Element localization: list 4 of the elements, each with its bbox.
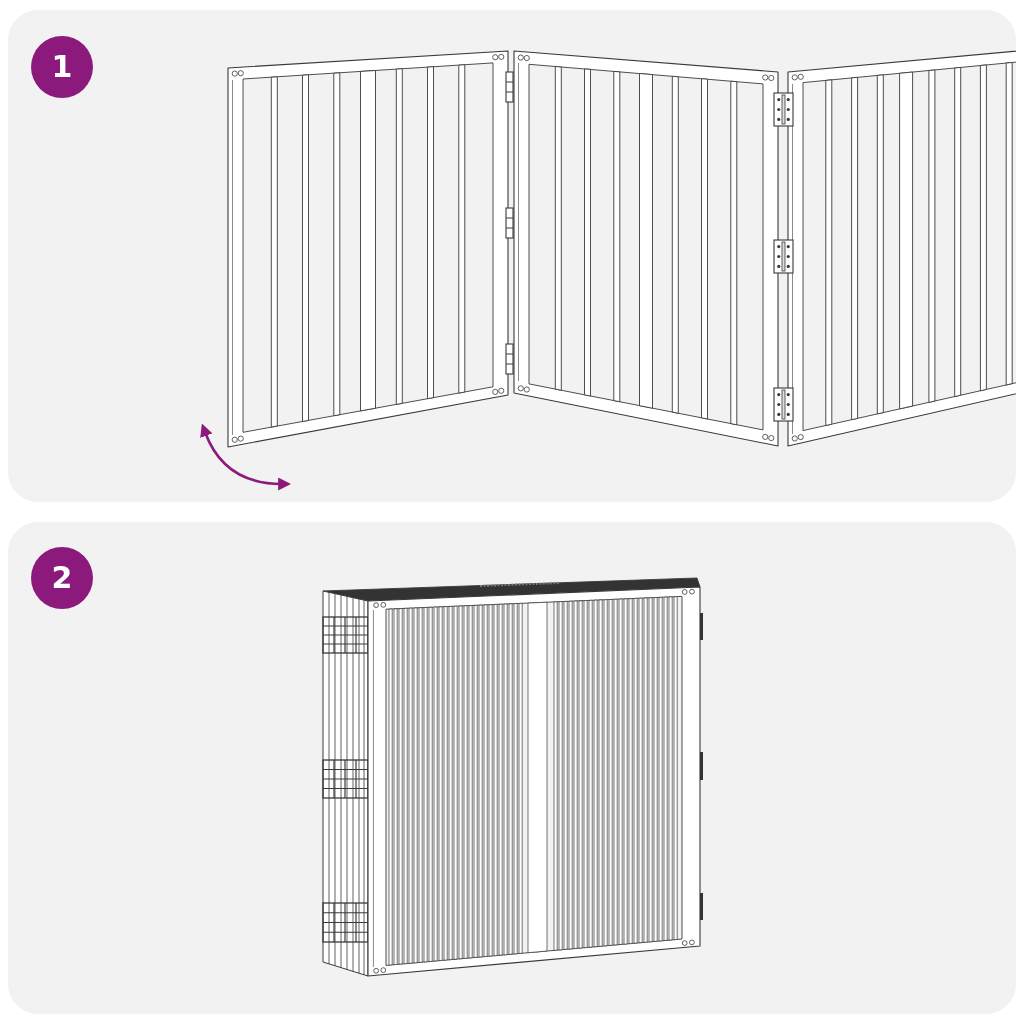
step-number-badge: 2: [31, 547, 93, 609]
step-panel: [8, 522, 1016, 1014]
step-number-badge: 1: [31, 36, 93, 98]
step-panel: [8, 10, 1016, 502]
